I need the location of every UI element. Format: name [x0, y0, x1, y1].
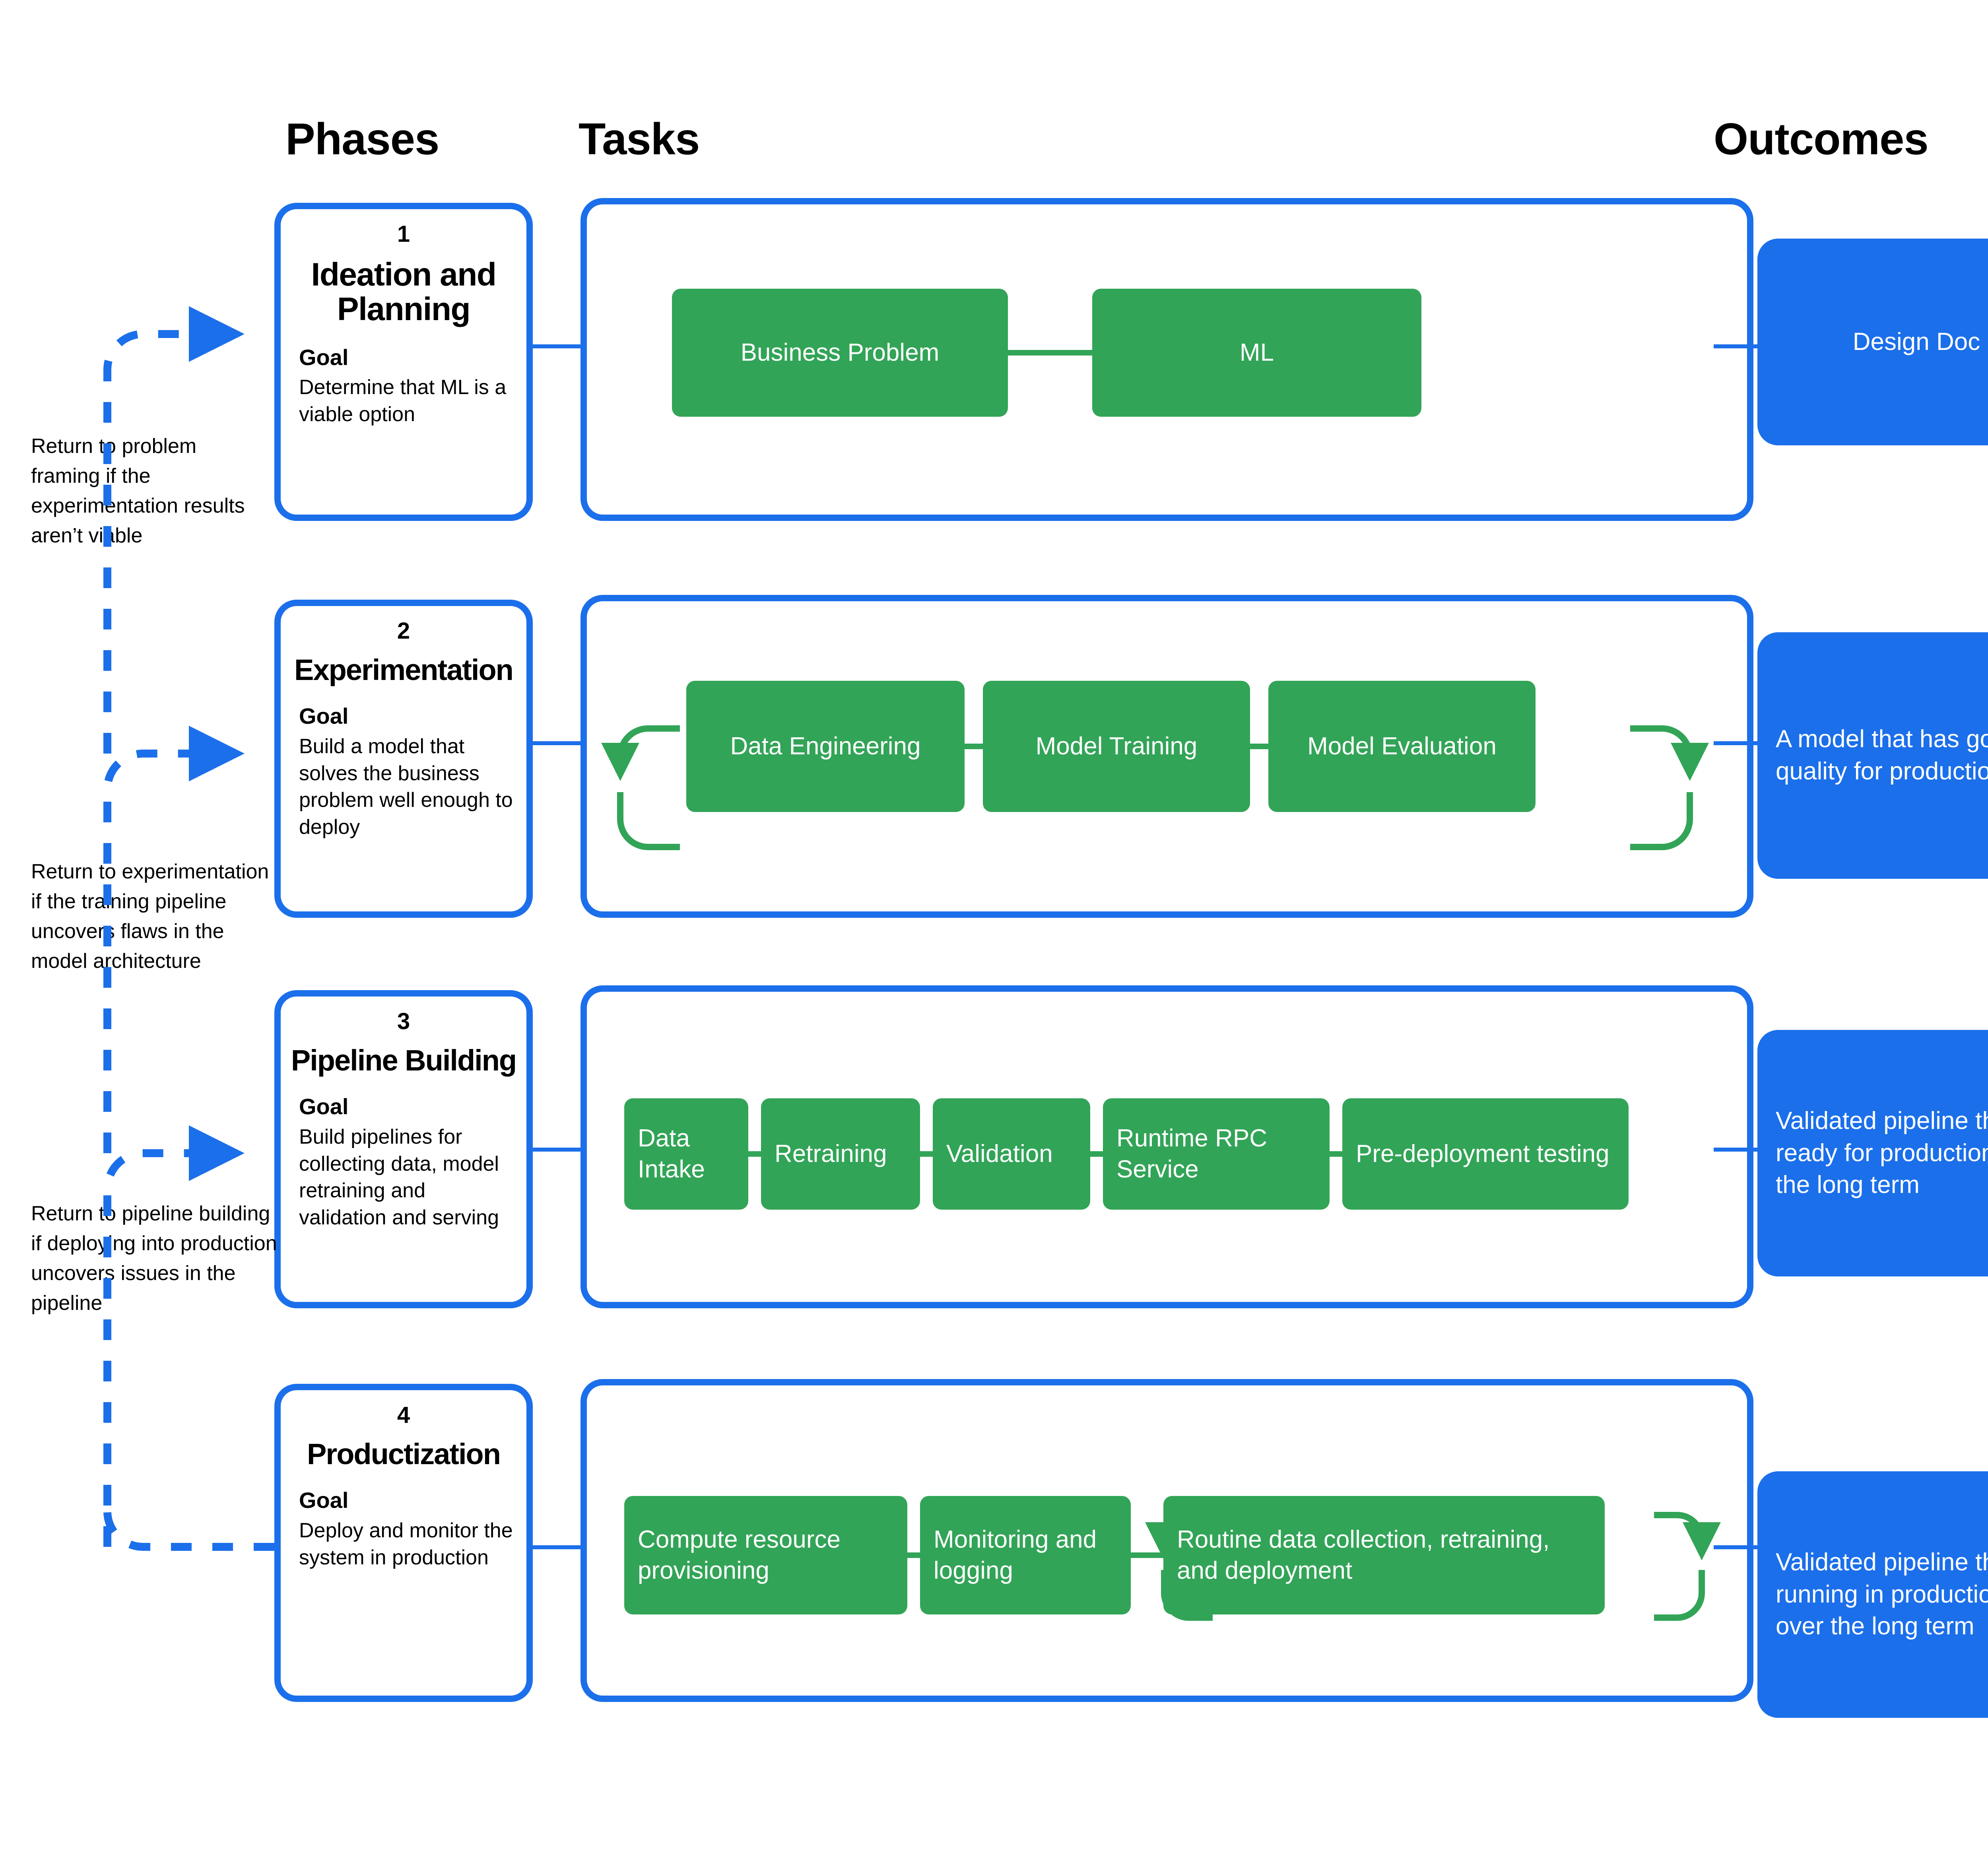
goal-label-3: Goal [299, 1094, 349, 1119]
tasks-container-4: Compute resource provisioning Monitoring… [580, 1379, 1753, 1702]
task-connector-2-1 [965, 744, 983, 749]
task-connector-3-1 [748, 1151, 761, 1157]
phase-title-4: Productization [307, 1438, 501, 1471]
task-box-model-evaluation[interactable]: Model Evaluation [1268, 681, 1536, 812]
task-connector-2-2 [1250, 744, 1268, 749]
connector-phase2-tasks [531, 741, 582, 745]
connector-tasks1-outcome [1714, 344, 1765, 348]
task-box-model-training[interactable]: Model Training [983, 681, 1250, 812]
task-box-compute-resource-provisioning[interactable]: Compute resource provisioning [624, 1496, 907, 1614]
task-box-validation[interactable]: Validation [933, 1098, 1090, 1210]
connector-tasks3-outcome [1714, 1148, 1765, 1152]
feedback-annotation-1: Return to problem framing if the experim… [31, 435, 245, 547]
connector-tasks2-outcome [1714, 741, 1765, 745]
phase-card-1[interactable]: 1 Ideation and Planning Goal Determine t… [274, 203, 533, 521]
goal-label-1: Goal [299, 344, 349, 370]
phase-number-1: 1 [397, 221, 410, 247]
outcome-card-2[interactable]: A model that has good quality for produc… [1757, 632, 1988, 879]
goal-text-2: Build a model that solves the business p… [299, 735, 513, 839]
goal-block-4: Goal Deploy and monitor the system in pr… [299, 1488, 526, 1571]
feedback-arrow-productization-tail [103, 1511, 274, 1551]
column-header-tasks: Tasks [579, 114, 700, 164]
task-connector-1-1 [1008, 350, 1092, 355]
task-box-ml[interactable]: ML [1092, 289, 1421, 417]
task-box-business-problem[interactable]: Business Problem [672, 289, 1008, 417]
phase-title-2: Experimentation [294, 653, 514, 686]
feedback-annotation-2: Return to experimentation if the trainin… [31, 860, 269, 973]
phase-title-1: Ideation and Planning [311, 256, 497, 327]
task-box-routine-data-collection[interactable]: Routine data collection, retraining, and… [1163, 1496, 1605, 1614]
connector-phase4-tasks [531, 1545, 582, 1549]
outcome-card-1[interactable]: Design Doc [1757, 239, 1988, 445]
task-connector-4-1 [907, 1552, 920, 1558]
task-connector-3-3 [1090, 1151, 1103, 1157]
goal-block-2: Goal Build a model that solves the busin… [299, 704, 526, 841]
column-header-outcomes: Outcomes [1714, 114, 1929, 164]
goal-label-2: Goal [299, 703, 349, 729]
outcome-card-4[interactable]: Validated pipeline that's running in pro… [1757, 1471, 1988, 1718]
task-box-runtime-rpc-service[interactable]: Runtime RPC Service [1103, 1098, 1330, 1210]
phase-title-3: Pipeline Building [291, 1044, 517, 1077]
goal-block-3: Goal Build pipelines for collecting data… [299, 1094, 526, 1231]
column-header-phases: Phases [285, 114, 439, 164]
task-connector-4-2 [1131, 1552, 1163, 1558]
goal-block-1: Goal Determine that ML is a viable optio… [299, 345, 526, 428]
phase-number-4: 4 [397, 1402, 410, 1428]
connector-phase3-tasks [531, 1148, 582, 1152]
goal-label-4: Goal [299, 1488, 349, 1513]
goal-text-4: Deploy and monitor the system in product… [299, 1519, 513, 1569]
phase-number-2: 2 [397, 618, 410, 644]
tasks-container-1: Business Problem ML [580, 198, 1753, 521]
goal-text-3: Build pipelines for collecting data, mod… [299, 1125, 499, 1229]
feedback-annotation-3: Return to pipeline building if deploying… [31, 1202, 277, 1315]
phase-card-3[interactable]: 3 Pipeline Building Goal Build pipelines… [274, 990, 533, 1308]
task-box-data-engineering[interactable]: Data Engineering [686, 681, 965, 812]
connector-tasks4-outcome [1714, 1545, 1765, 1549]
connector-phase1-tasks [531, 344, 582, 348]
tasks-container-3: Data Intake Retraining Validation Runtim… [580, 985, 1753, 1308]
task-box-retraining[interactable]: Retraining [761, 1098, 920, 1210]
tasks-container-2: Data Engineering Model Training Model Ev… [580, 595, 1753, 918]
phase-card-2[interactable]: 2 Experimentation Goal Build a model tha… [274, 600, 533, 918]
phase-card-4[interactable]: 4 Productization Goal Deploy and monitor… [274, 1384, 533, 1702]
task-box-data-intake[interactable]: Data Intake [624, 1098, 748, 1210]
task-connector-3-2 [920, 1151, 933, 1157]
task-connector-3-4 [1330, 1151, 1342, 1157]
outcome-card-3[interactable]: Validated pipeline that's ready for prod… [1757, 1030, 1988, 1276]
task-box-pre-deployment-testing[interactable]: Pre-deployment testing [1342, 1098, 1629, 1210]
goal-text-1: Determine that ML is a viable option [299, 376, 507, 426]
phase-number-3: 3 [397, 1008, 410, 1034]
task-box-monitoring-and-logging[interactable]: Monitoring and logging [920, 1496, 1131, 1614]
